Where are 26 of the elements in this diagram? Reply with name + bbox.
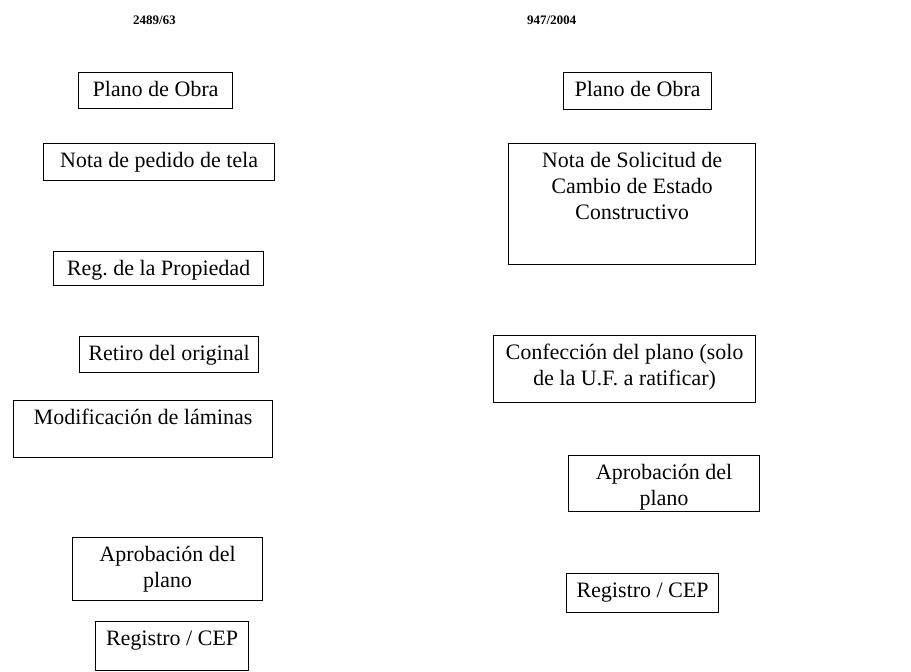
box-label: Aprobación del plano <box>98 541 237 593</box>
process-box <box>53 251 264 286</box>
box-label: Plano de Obra <box>574 76 702 102</box>
box-label: Retiro del original <box>87 340 251 366</box>
box-label: Confección del plano (solo de la U.F. a ratificar) <box>504 339 744 391</box>
column-heading: 2489/63 <box>133 12 176 28</box>
column-heading: 947/2004 <box>527 12 576 28</box>
box-label: Aprobación del plano <box>594 459 734 511</box>
process-box <box>568 455 760 512</box>
process-box <box>78 72 233 109</box>
process-box <box>566 573 719 613</box>
process-box <box>493 335 756 403</box>
process-box <box>563 72 712 110</box>
process-box <box>95 621 249 671</box>
box-label: Registro / CEP <box>575 577 710 603</box>
process-box <box>72 537 263 601</box>
box-label: Plano de Obra <box>92 76 220 102</box>
process-box <box>79 336 259 373</box>
box-label: Registro / CEP <box>104 625 239 651</box>
box-label: Modificación de láminas <box>32 404 254 430</box>
process-box <box>508 143 756 265</box>
box-label: Nota de pedido de tela <box>59 147 259 173</box>
process-box <box>43 143 275 181</box>
process-box <box>13 400 273 458</box>
box-label: Nota de Solicitud de Cambio de Estado Constructivo <box>540 147 724 225</box>
box-label: Reg. de la Propiedad <box>66 255 252 281</box>
